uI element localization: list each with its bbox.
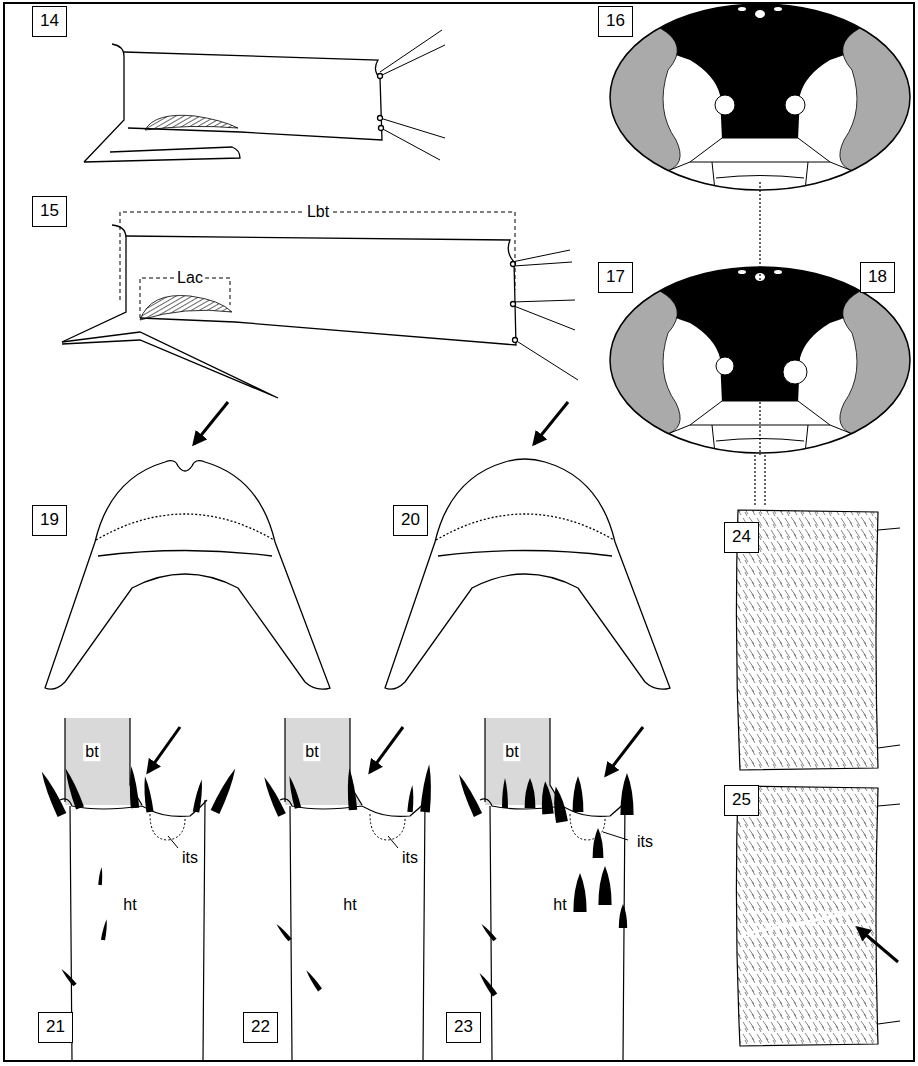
part-label: bt [503, 743, 520, 761]
panel-number: 14 [32, 6, 67, 37]
panel-number: 17 [598, 262, 633, 293]
panel-number: 25 [724, 785, 759, 816]
panel-number: 22 [243, 1012, 278, 1043]
panel-number-text: 19 [40, 511, 59, 530]
part-label: bt [303, 743, 320, 761]
panel-number: 20 [393, 505, 428, 536]
panel-number-text: 25 [732, 791, 751, 810]
part-label: its [180, 849, 200, 867]
part-label: Lbt [305, 203, 331, 221]
panel-number-text: 17 [606, 268, 625, 287]
panel-number-text: 14 [40, 12, 59, 31]
part-label: ht [341, 896, 358, 914]
panel-number-text: 18 [868, 268, 887, 287]
part-label: its [400, 849, 420, 867]
part-label: ht [121, 896, 138, 914]
part-label: Lac [175, 269, 205, 287]
panel-number-text: 22 [251, 1018, 270, 1037]
panel-number: 19 [32, 505, 67, 536]
panel-number: 16 [598, 6, 633, 37]
panel-number: 21 [38, 1012, 73, 1043]
part-label: its [635, 833, 655, 851]
panel-number-text: 23 [454, 1018, 473, 1037]
panel-number-text: 20 [401, 511, 420, 530]
panel-number: 24 [724, 522, 759, 553]
panel-number-text: 15 [40, 202, 59, 221]
panel-number-text: 24 [732, 528, 751, 547]
panel-number: 23 [446, 1012, 481, 1043]
part-label: ht [551, 896, 568, 914]
panel-number-text: 16 [606, 12, 625, 31]
part-label: bt [83, 743, 100, 761]
panel-number: 18 [860, 262, 895, 293]
panel-number-text: 21 [46, 1018, 65, 1037]
panel-number: 15 [32, 196, 67, 227]
